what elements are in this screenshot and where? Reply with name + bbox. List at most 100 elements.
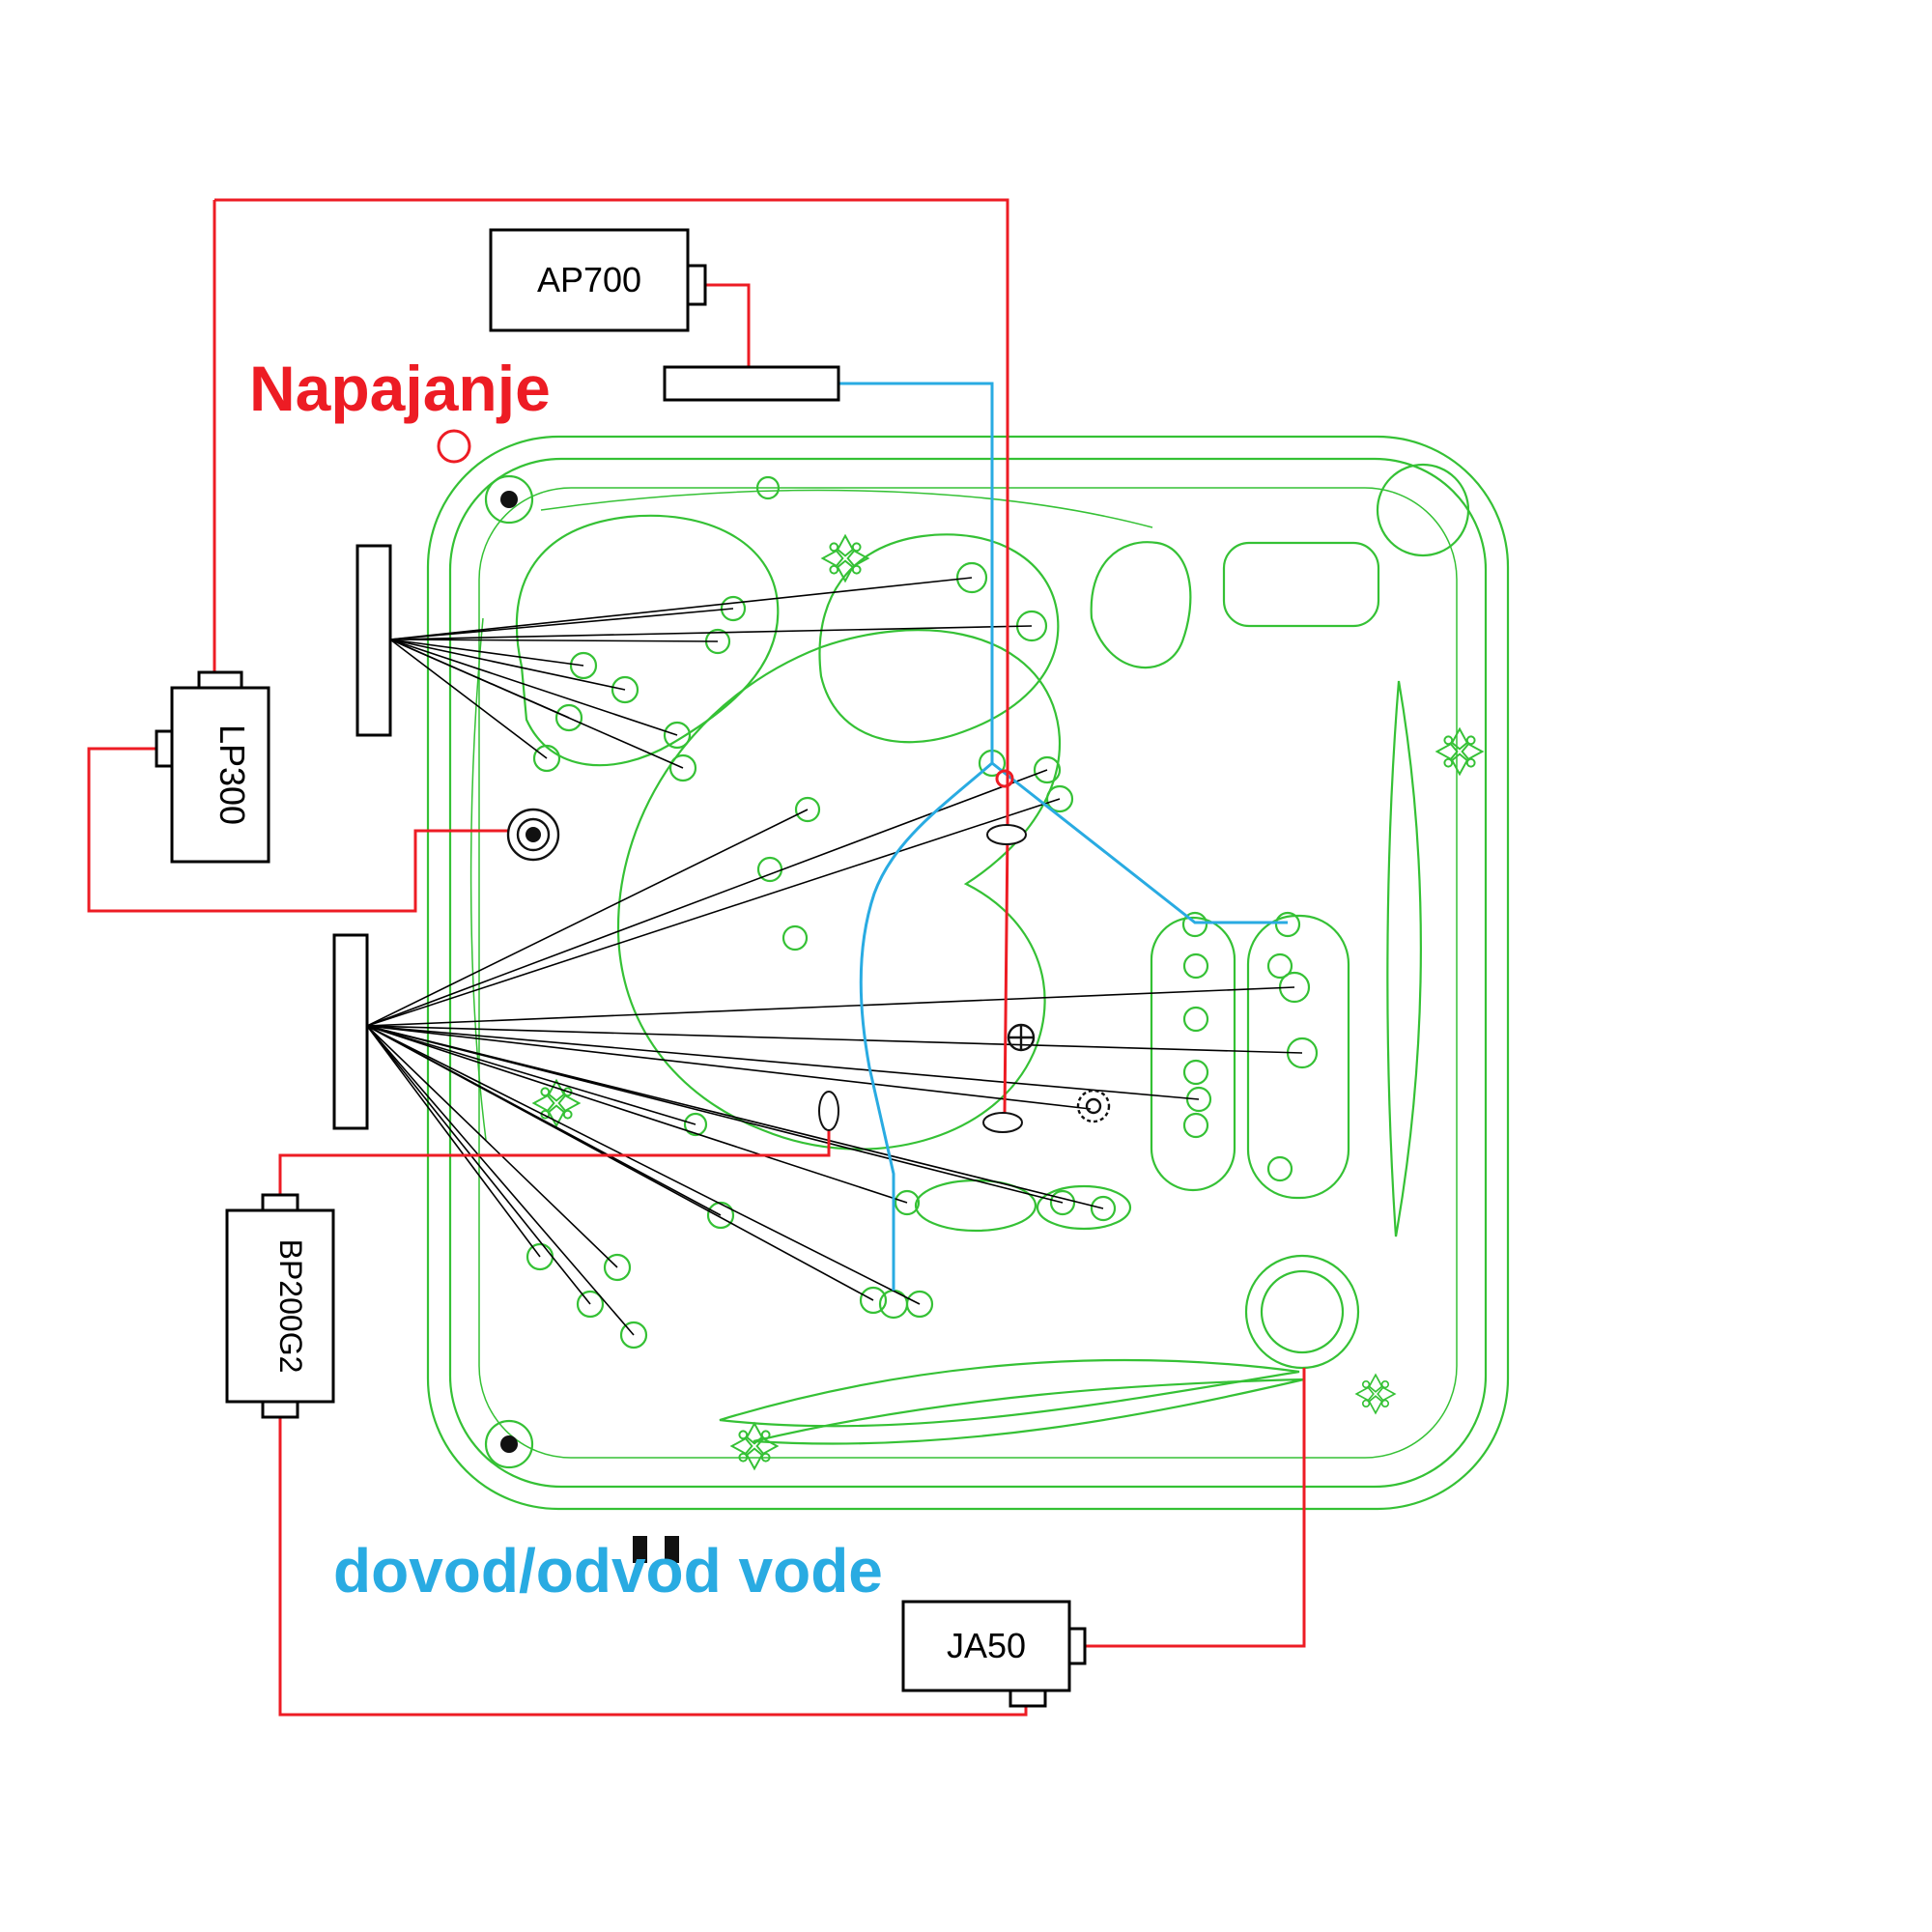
signal-wire bbox=[366, 1025, 921, 1305]
jet-circle bbox=[1181, 911, 1208, 938]
signal-wire bbox=[366, 986, 1295, 1027]
ap700-label: AP700 bbox=[537, 260, 641, 299]
jet-circle bbox=[603, 1253, 632, 1282]
seat-top-left bbox=[515, 514, 780, 767]
power-junction-dot bbox=[995, 769, 1014, 788]
jet-circle bbox=[1185, 1086, 1212, 1113]
bp200g2-top-tab bbox=[261, 1193, 299, 1212]
signal-wire bbox=[366, 1025, 722, 1216]
right-seat-pill-1 bbox=[1150, 916, 1236, 1192]
signal-wire bbox=[389, 577, 973, 640]
signal-wire bbox=[389, 608, 734, 640]
tub-outer-rim bbox=[426, 435, 1510, 1511]
signal-wire bbox=[389, 625, 1033, 640]
component-ap700: AP700 bbox=[489, 228, 707, 332]
signal-wire bbox=[366, 1025, 541, 1258]
jet-circle bbox=[1045, 784, 1074, 813]
corner-bolt-top-left bbox=[484, 474, 534, 525]
ja50-right-tab bbox=[1067, 1627, 1087, 1665]
jet-circles bbox=[526, 475, 1319, 1350]
power-wire bbox=[1085, 1368, 1306, 1648]
bottom-oval-2 bbox=[1036, 1184, 1132, 1231]
main-drain-outer bbox=[1244, 1254, 1360, 1370]
jet-circle bbox=[794, 796, 821, 823]
component-bp200g2: BP200G2 bbox=[225, 1193, 335, 1419]
tub-deck-shapes bbox=[515, 514, 1422, 1445]
jet-circle bbox=[554, 703, 583, 732]
water-pipe bbox=[991, 761, 1288, 924]
signal-wire bbox=[389, 639, 678, 736]
jet-circle bbox=[1274, 911, 1301, 938]
signal-wire bbox=[366, 1025, 635, 1336]
water-wires bbox=[838, 382, 1288, 1291]
ja50-label: JA50 bbox=[947, 1626, 1026, 1665]
lp300-top-tab bbox=[197, 670, 243, 690]
heater-module-box bbox=[663, 365, 840, 402]
corner-arc-circle bbox=[1376, 463, 1470, 557]
suction-knob bbox=[506, 808, 560, 862]
suction-knob-center bbox=[526, 827, 541, 842]
power-junction-circle bbox=[437, 429, 471, 464]
pipe-fitting-oval bbox=[986, 824, 1027, 845]
suction-knob-ring bbox=[516, 817, 551, 852]
jet-circle bbox=[955, 561, 988, 594]
jet-circle bbox=[683, 1112, 708, 1137]
pipe-fitting-oval bbox=[818, 1091, 839, 1131]
water-label: dovod/odvod vode bbox=[333, 1536, 883, 1605]
signal-fan-top bbox=[389, 577, 1033, 769]
bp200g2-box bbox=[225, 1208, 335, 1404]
seat-top-right-blob bbox=[1090, 541, 1192, 669]
top-right-pad bbox=[1222, 541, 1380, 628]
corner-bolt-bottom-left-dot bbox=[500, 1435, 518, 1453]
corner-bolt-top-left-dot bbox=[500, 491, 518, 508]
signal-wire bbox=[366, 1025, 1303, 1054]
jet-circle bbox=[755, 475, 781, 500]
right-rim-leaf bbox=[1386, 680, 1422, 1237]
jet-circle bbox=[532, 744, 561, 773]
jet-circle bbox=[576, 1290, 605, 1319]
gear-fitting-center bbox=[1085, 1097, 1102, 1115]
jet-circle bbox=[1182, 1059, 1209, 1086]
jet-circle bbox=[720, 595, 747, 622]
jet-circle bbox=[1182, 1112, 1209, 1139]
water-pipe bbox=[838, 382, 994, 763]
power-label: Napajanje bbox=[249, 353, 551, 424]
signal-wire bbox=[366, 809, 809, 1027]
lp300-label: LP300 bbox=[213, 724, 252, 825]
jet-circle bbox=[663, 721, 692, 750]
lounger-outline bbox=[616, 629, 1062, 1151]
right-seat-pill-2 bbox=[1246, 914, 1350, 1200]
signal-wire bbox=[366, 798, 1061, 1027]
jet-circle bbox=[894, 1189, 921, 1216]
jet-circle bbox=[619, 1321, 648, 1350]
lp300-box bbox=[170, 686, 270, 864]
ap700-connector-tab bbox=[686, 264, 707, 306]
jet-circle bbox=[1266, 1155, 1293, 1182]
tub-left-contour bbox=[469, 617, 487, 1141]
power-wire bbox=[87, 747, 508, 913]
bottom-leaf-1 bbox=[719, 1358, 1300, 1428]
power-wire bbox=[278, 1417, 1028, 1717]
tub-inner-rim bbox=[478, 487, 1458, 1459]
jet-circle bbox=[1182, 952, 1209, 980]
tub-mid-rim bbox=[448, 457, 1488, 1489]
signal-wire bbox=[389, 639, 584, 667]
jet-circle bbox=[706, 1201, 735, 1230]
terminal-bar-bottom bbox=[332, 933, 369, 1130]
signal-wire bbox=[389, 639, 719, 642]
main-drain-inner bbox=[1260, 1269, 1345, 1354]
tub-foot bbox=[665, 1536, 679, 1563]
ja50-bottom-tab bbox=[1009, 1689, 1047, 1708]
seat-top-center bbox=[818, 533, 1060, 744]
fittings bbox=[506, 808, 1111, 1563]
jet-circle bbox=[611, 675, 639, 704]
water-pipe bbox=[859, 761, 993, 1291]
jet-circle bbox=[1182, 1006, 1209, 1033]
ja50-box bbox=[901, 1600, 1071, 1692]
power-wires bbox=[87, 198, 1306, 1717]
tub-foot bbox=[633, 1536, 647, 1563]
tub-top-contour bbox=[540, 489, 1153, 528]
signal-wire bbox=[366, 1025, 908, 1204]
jet-circle bbox=[569, 651, 598, 680]
